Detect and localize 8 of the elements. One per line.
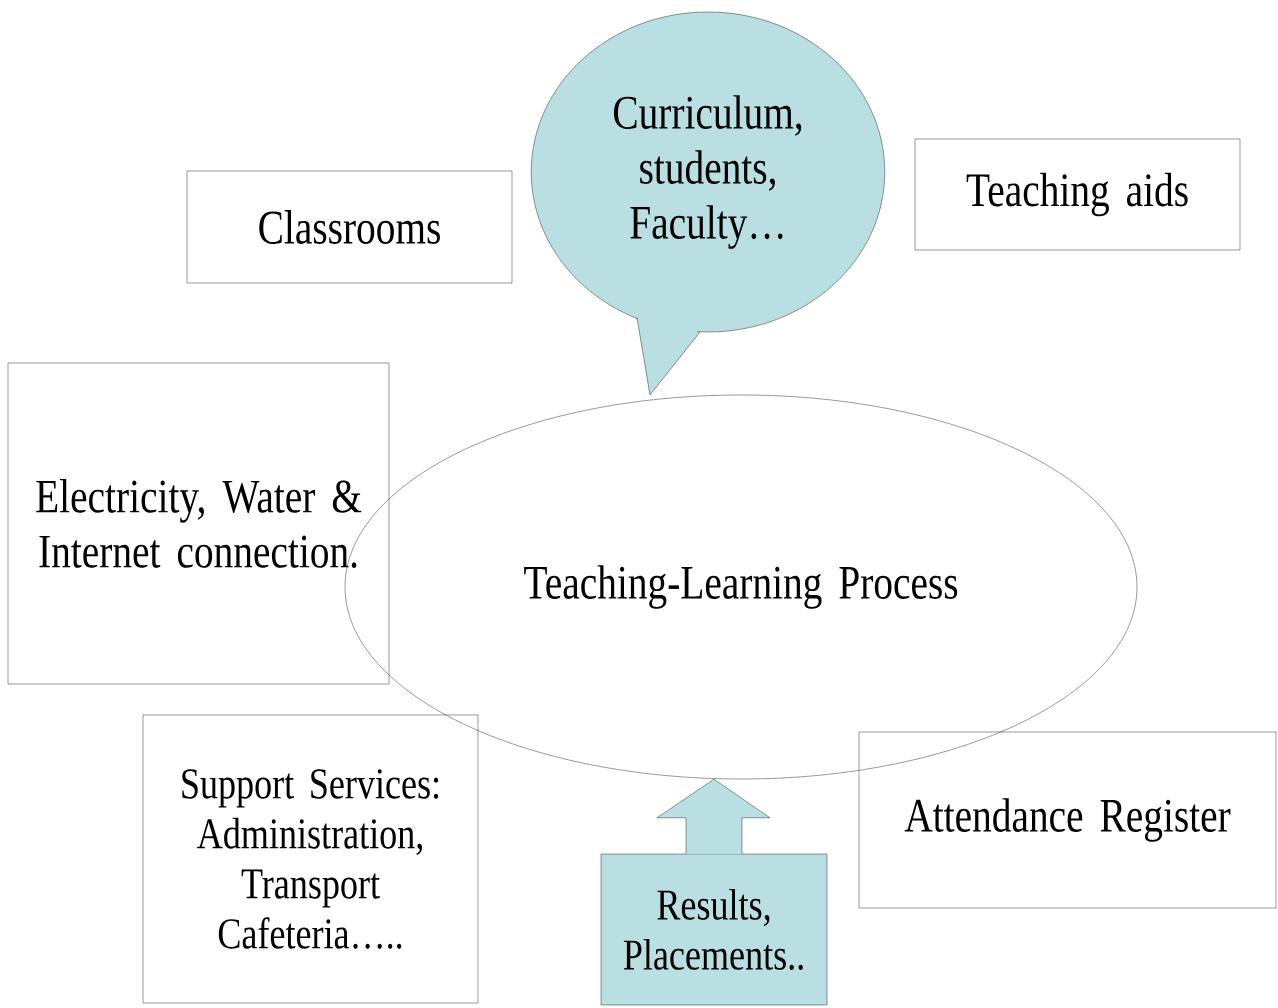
- text-box: Attendance Register: [858, 731, 1277, 909]
- text-box: Teaching aids: [914, 138, 1241, 251]
- text-box: Electricity, Water & Internet connection.: [7, 362, 390, 685]
- block-arrow: [656, 779, 771, 854]
- speech-bubble: Curriculum, students, Faculty…: [531, 11, 885, 396]
- text-box: Classrooms: [186, 170, 513, 284]
- result-box: Results, Placements..: [600, 853, 828, 1006]
- text-box: Support Services: Administration, Transport Cafeteria…..: [142, 714, 479, 1004]
